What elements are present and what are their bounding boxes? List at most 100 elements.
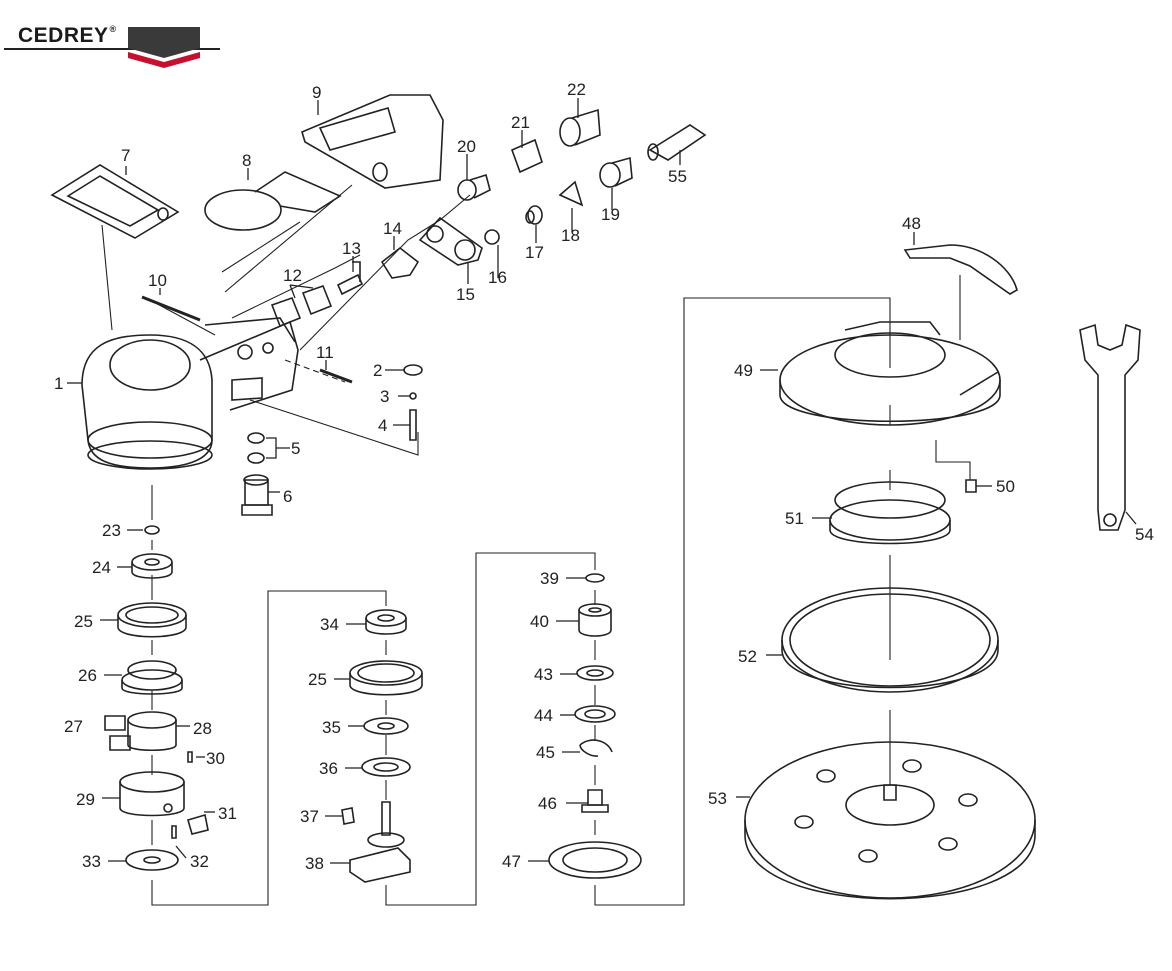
part-5-oring-b: [247, 452, 265, 464]
part-15-endplate: [418, 216, 483, 266]
part-52-seal-ring: [781, 587, 999, 693]
part-43-nut: [576, 665, 614, 681]
part-29-cylinder-housing: [119, 771, 185, 817]
callout-51: 51: [785, 509, 804, 528]
part-26-housing-ring: [121, 660, 183, 695]
callout-34: 34: [320, 615, 339, 634]
callout-23: 23: [102, 521, 121, 540]
callout-36: 36: [319, 759, 338, 778]
callout-35: 35: [322, 718, 341, 737]
callout-31: 31: [218, 804, 237, 823]
part-37-key: [341, 807, 355, 825]
part-2-ring: [403, 364, 423, 376]
part-18-cone: [558, 180, 584, 207]
callout-28: 28: [193, 719, 212, 738]
callout-labels: 1 2 3 4 5 6 7 8 9 10 11 12 13 14 15 16 1…: [54, 80, 1154, 873]
brand-name: CEDREY®: [18, 24, 117, 47]
callout-16: 16: [488, 268, 507, 287]
callout-43: 43: [534, 665, 553, 684]
part-11-pin: [319, 368, 353, 384]
part-25-spacer-left: [117, 602, 187, 638]
part-21-filter: [510, 138, 543, 174]
part-24-bearing: [131, 553, 173, 579]
callout-39: 39: [540, 569, 559, 588]
callout-44: 44: [534, 706, 553, 725]
callout-2: 2: [373, 361, 382, 380]
part-5-oring-a: [247, 432, 265, 444]
brand-logo: CEDREY®: [4, 20, 224, 72]
callout-47: 47: [502, 852, 521, 871]
part-4-valve-stem: [409, 409, 417, 441]
callout-48: 48: [902, 214, 921, 233]
callout-7: 7: [121, 146, 130, 165]
leader-lines: [101, 184, 971, 906]
part-31-plate: [187, 813, 209, 835]
callout-45: 45: [536, 743, 555, 762]
callout-15: 15: [456, 285, 475, 304]
part-47-gasket: [548, 841, 642, 879]
callout-49: 49: [734, 361, 753, 380]
part-19-fitting: [599, 156, 633, 188]
brand-underline: [4, 48, 220, 50]
part-17-gear: [525, 205, 543, 225]
part-25-spacer-mid: [349, 660, 423, 696]
part-3-ball: [409, 392, 417, 400]
callout-25-mid: 25: [308, 670, 327, 689]
callout-22: 22: [567, 80, 586, 99]
part-45-circlip: [579, 739, 613, 757]
part-22-silencer: [559, 108, 601, 147]
callout-5: 5: [291, 439, 300, 458]
callout-21: 21: [511, 113, 530, 132]
part-7-cover: [50, 164, 180, 239]
part-36-washer: [361, 757, 411, 777]
part-27-vanes: [104, 715, 131, 751]
callout-27: 27: [64, 717, 83, 736]
part-16-washer: [484, 229, 500, 245]
part-40-bearing: [578, 603, 612, 637]
part-33-end-plate: [125, 849, 179, 871]
callout-19: 19: [601, 205, 620, 224]
part-48-lever-cap: [903, 244, 1018, 295]
callout-12: 12: [283, 266, 302, 285]
part-28-cylinder: [127, 711, 177, 752]
callout-ticks: [67, 98, 1137, 864]
callout-53: 53: [708, 789, 727, 808]
callout-38: 38: [305, 854, 324, 873]
part-50-screw: [965, 479, 977, 493]
callout-50: 50: [996, 477, 1015, 496]
part-49-shroud: [779, 321, 1001, 426]
callout-30: 30: [206, 749, 225, 768]
callout-32: 32: [190, 852, 209, 871]
callout-1: 1: [54, 374, 63, 393]
callout-8: 8: [242, 151, 251, 170]
part-8-seal: [204, 171, 342, 231]
part-38-spindle: [349, 801, 411, 883]
part-13-pin: [336, 261, 364, 296]
part-30-pin: [187, 751, 193, 763]
part-35-washer: [363, 717, 409, 735]
part-14-gasket: [380, 246, 420, 279]
part-55-coupler: [647, 124, 707, 161]
part-23-ring: [144, 525, 160, 535]
part-39-ring: [585, 573, 605, 583]
callout-40: 40: [530, 612, 549, 631]
part-34-bearing: [365, 609, 407, 635]
callout-33: 33: [82, 852, 101, 871]
callout-24: 24: [92, 558, 111, 577]
callout-6: 6: [283, 487, 292, 506]
callout-54: 54: [1135, 525, 1154, 544]
callout-11: 11: [316, 343, 334, 362]
part-53-sanding-pad: [744, 741, 1036, 900]
part-housing: [81, 317, 299, 470]
callout-14: 14: [383, 219, 402, 238]
callout-13: 13: [342, 239, 361, 258]
callout-18: 18: [561, 226, 580, 245]
part-10-pin: [141, 295, 201, 322]
callout-52: 52: [738, 647, 757, 666]
callout-46: 46: [538, 794, 557, 813]
callout-9: 9: [312, 83, 321, 102]
part-12-rotor: [270, 284, 333, 328]
callout-25-left: 25: [74, 612, 93, 631]
callout-17: 17: [525, 243, 544, 262]
